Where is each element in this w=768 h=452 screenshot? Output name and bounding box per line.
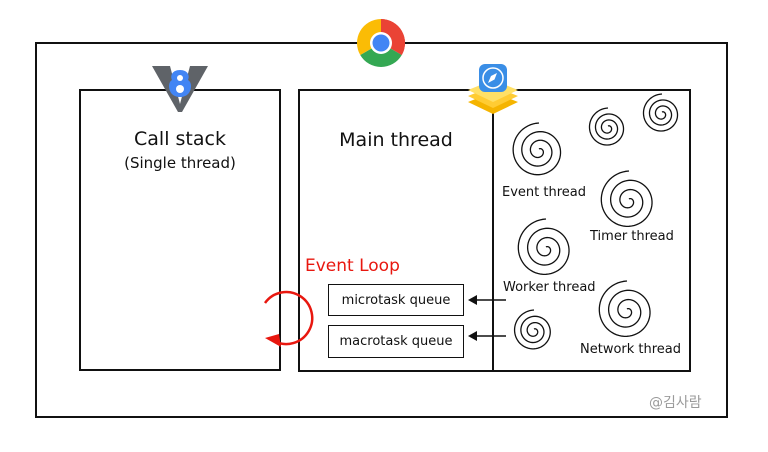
spiral-icon	[588, 107, 625, 146]
spiral-icon	[513, 309, 551, 350]
spiral-icon	[600, 170, 653, 228]
timer-thread-label: Timer thread	[590, 229, 674, 244]
arrow-left-icon	[468, 331, 506, 341]
webkit-logo-icon	[468, 64, 518, 114]
spiral-path	[642, 93, 679, 132]
spiral-icon	[517, 218, 570, 276]
v8-logo-icon	[152, 66, 208, 112]
main-thread-title: Main thread	[339, 129, 453, 151]
spiral-icon	[598, 280, 651, 338]
event-loop-label: Event Loop	[305, 256, 400, 276]
circular-arrow-icon	[263, 290, 314, 347]
spiral-path	[600, 170, 653, 228]
chrome-logo-icon	[357, 19, 405, 67]
call-stack-subtitle: (Single thread)	[124, 154, 236, 172]
microtask-queue: microtask queue	[328, 284, 464, 316]
spiral-icon	[512, 122, 562, 176]
event-thread-label: Event thread	[502, 185, 586, 200]
spiral-path	[588, 107, 625, 146]
spiral-path	[513, 309, 551, 350]
macrotask-queue: macrotask queue	[328, 325, 464, 358]
arrow-left-icon	[468, 295, 506, 305]
spiral-icon	[642, 93, 679, 132]
background-threads-box	[492, 89, 691, 372]
worker-thread-label: Worker thread	[503, 280, 596, 295]
network-thread-label: Network thread	[580, 342, 682, 357]
call-stack-title: Call stack	[134, 128, 226, 150]
spiral-path	[517, 218, 570, 276]
spiral-path	[598, 280, 651, 338]
spiral-path	[512, 122, 562, 176]
credit-text: @김사람	[649, 395, 702, 411]
